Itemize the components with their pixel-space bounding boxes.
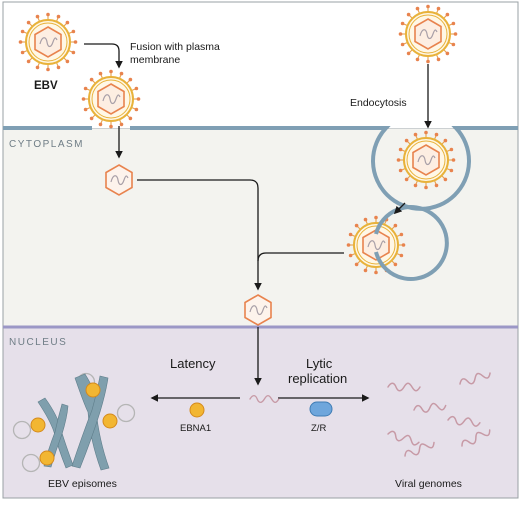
chromosome xyxy=(71,373,110,471)
ebv-virion xyxy=(17,11,79,73)
cytoplasm-label: CYTOPLASM xyxy=(9,139,84,150)
free-virion xyxy=(397,3,459,65)
endocytosis-label: Endocytosis xyxy=(350,97,407,109)
arrow-to-endosome xyxy=(393,202,406,215)
ebna1-protein xyxy=(102,413,118,429)
lytic-label-line2: replication xyxy=(288,371,347,386)
endosome-virion xyxy=(345,214,407,276)
nucleus-label: NUCLEUS xyxy=(9,337,67,348)
capsid-cytoplasm xyxy=(105,164,133,196)
ebna1-protein xyxy=(30,417,46,433)
zr-protein xyxy=(309,401,333,417)
ebna1-protein xyxy=(39,450,55,466)
latency-label: Latency xyxy=(170,356,216,371)
endocytosed-virion xyxy=(395,129,457,191)
arrow-to-fusion xyxy=(84,43,123,69)
arrow-endosome-to-nucleus xyxy=(257,252,344,262)
ebv-episomes-label: EBV episomes xyxy=(48,478,117,490)
ebna1-protein xyxy=(85,382,101,398)
ebv-episomes-cluster xyxy=(12,372,136,473)
fusion-label-line1: Fusion with plasma xyxy=(130,41,220,53)
arrow-capsid-to-nucleus xyxy=(137,179,262,291)
lytic-label-line1: Lytic xyxy=(306,356,333,371)
fusing-virion xyxy=(80,68,142,130)
ebna1-protein xyxy=(189,402,205,418)
ebv-label: EBV xyxy=(34,80,58,92)
capsid-nuclear-pore xyxy=(244,294,272,326)
viral-genomes-label: Viral genomes xyxy=(395,478,462,490)
nucleus-region xyxy=(3,327,518,498)
zr-label: Z/R xyxy=(311,423,326,434)
fusion-label-line2: membrane xyxy=(130,54,180,66)
ebna1-label: EBNA1 xyxy=(180,423,211,434)
